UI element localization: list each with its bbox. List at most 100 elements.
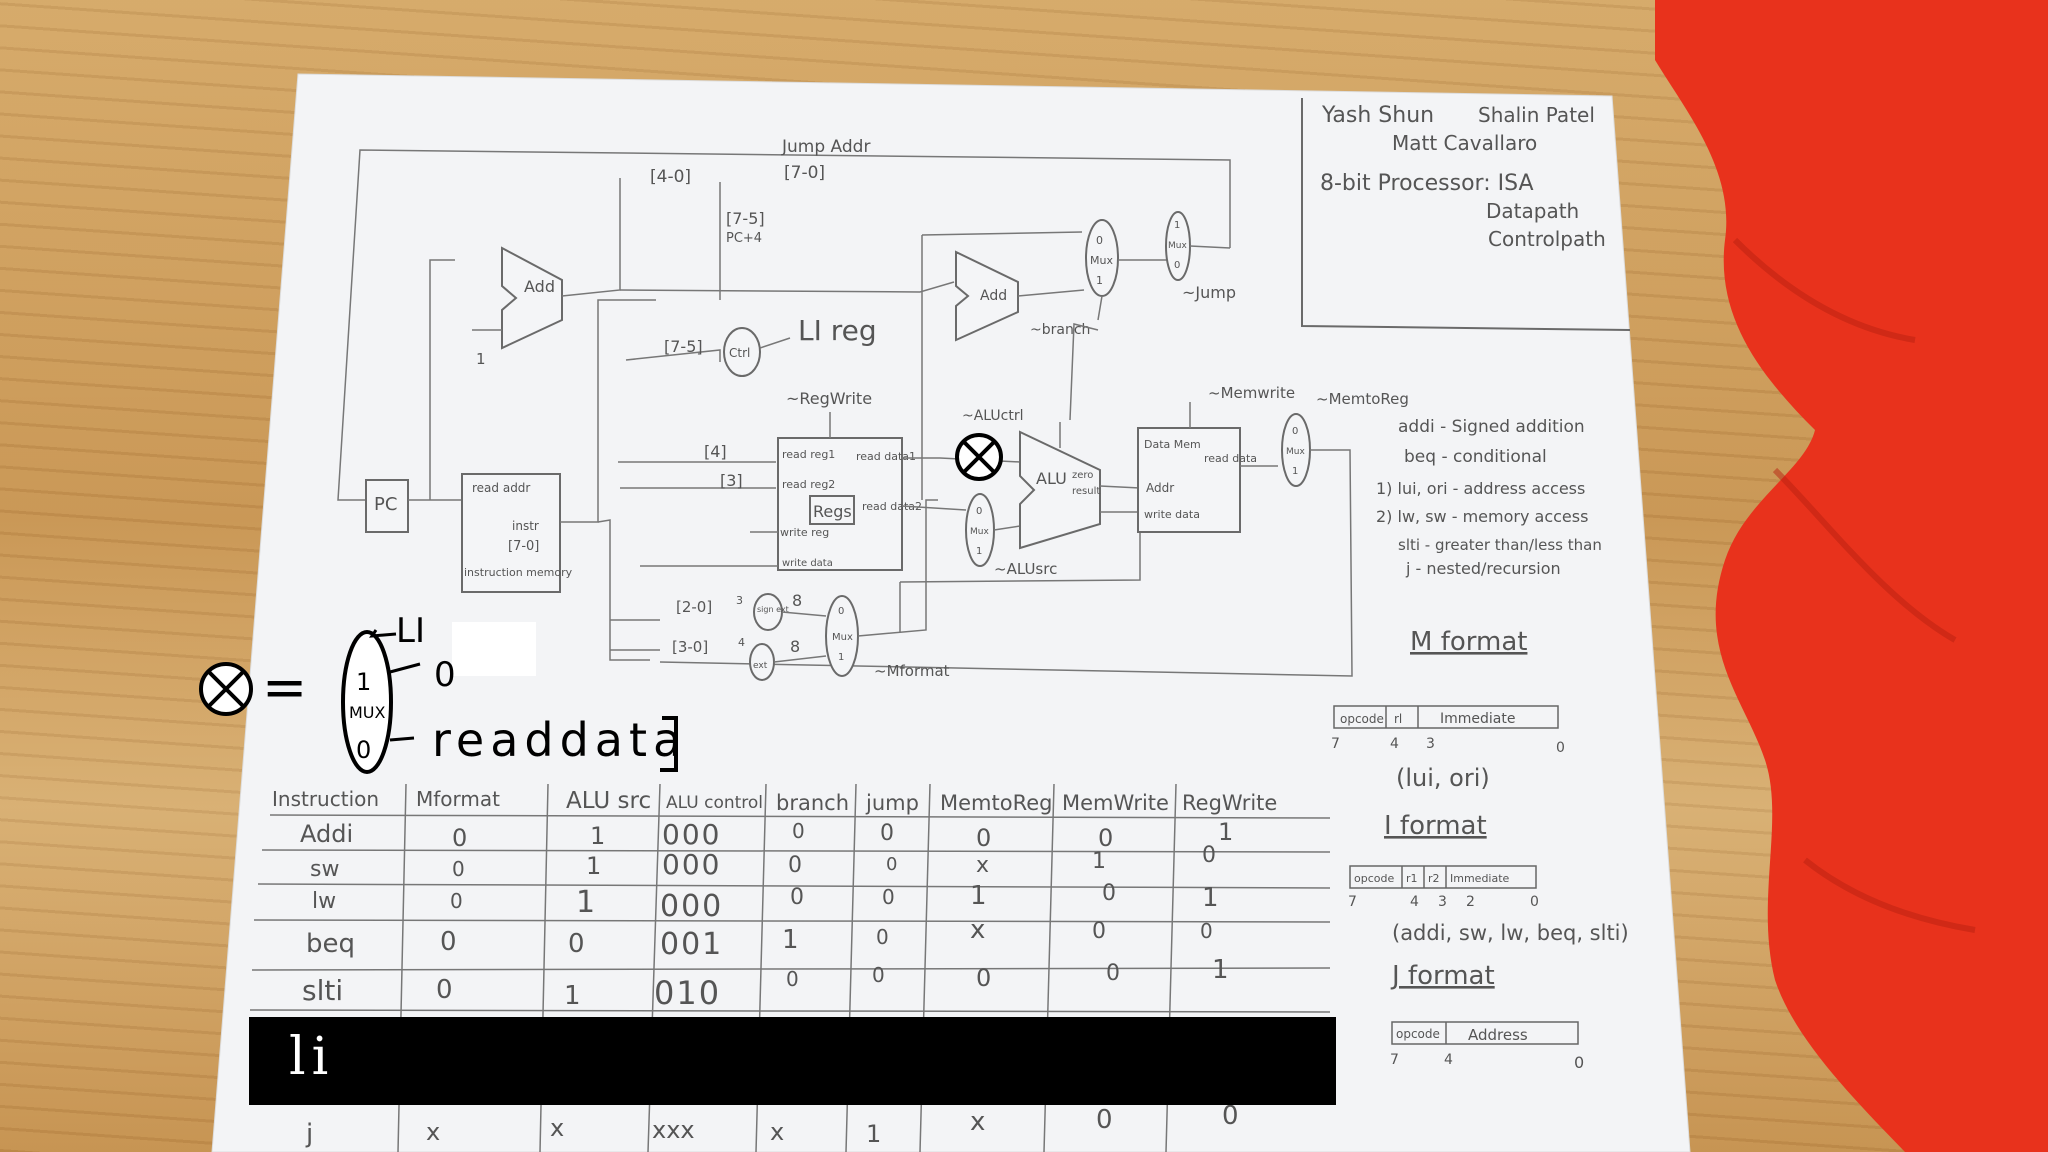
- alu: [1019, 430, 1101, 550]
- row-4-branch: 0: [786, 967, 799, 991]
- i-format-title: I format: [1384, 811, 1487, 841]
- m-field-immediate: Immediate: [1440, 711, 1515, 727]
- note-lui: 1) lui, ori - address access: [1376, 479, 1585, 498]
- addr-label: Addr: [1146, 481, 1174, 495]
- row-1-regwrite: 0: [1202, 843, 1216, 868]
- m-bit-4: 4: [1390, 736, 1399, 752]
- row-0-alusrc: 1: [590, 822, 605, 850]
- note-lw: 2) lw, sw - memory access: [1376, 507, 1588, 526]
- bits-2-0-label: [2-0]: [676, 598, 712, 616]
- instruction-formats: M format opcode rl Immediate 7 4 3 0 (lu…: [1331, 627, 1629, 1072]
- control-unit: [723, 327, 761, 377]
- m-bit-7: 7: [1331, 736, 1340, 752]
- note-slti: slti - greater than/less than: [1398, 536, 1602, 554]
- row-5-branch: x: [770, 1118, 784, 1146]
- mux-alusrc-zero: 0: [976, 506, 982, 517]
- mem-write-data-label: write data: [1144, 508, 1200, 521]
- bits-3-0-label: [3-0]: [672, 638, 708, 656]
- header-memtoreg: MemtoReg: [940, 791, 1052, 815]
- m-format-box: [1333, 705, 1559, 729]
- row-0-memtoreg: 0: [976, 824, 991, 852]
- row-0-jump: 0: [880, 821, 894, 846]
- j-bit-7: 7: [1390, 1052, 1399, 1068]
- pc-label: PC: [374, 494, 397, 515]
- legend-equals: =: [262, 656, 307, 719]
- row-2-mformat: 0: [450, 889, 463, 913]
- i-field-r1: r1: [1406, 872, 1418, 885]
- branch-ctrl-label: ~branch: [1030, 322, 1090, 338]
- header-alucontrol: ALU control: [666, 793, 763, 813]
- instr-bits-label: [7-0]: [508, 539, 539, 554]
- row-0-memwrite: 0: [1098, 824, 1113, 852]
- header-jump: jump: [865, 791, 919, 815]
- legend-mux-word: MUX: [349, 703, 386, 722]
- three-label: 3: [736, 594, 743, 607]
- row-3-mformat: 0: [440, 927, 457, 957]
- note-j: j - nested/recursion: [1405, 559, 1561, 578]
- row-2-memtoreg: 1: [970, 881, 987, 911]
- data-memory: [1137, 427, 1241, 533]
- bits-7-5-top-label: [7-5]: [726, 209, 765, 228]
- row-0-branch: 0: [792, 819, 805, 843]
- instr-label: instr: [512, 519, 539, 533]
- zero-label: zero: [1072, 470, 1093, 481]
- j-bit-0: 0: [1574, 1053, 1584, 1072]
- mux-marker-datapath: [955, 433, 1003, 481]
- regwrite-ctrl-label: ~RegWrite: [786, 389, 872, 408]
- note-beq: beq - conditional: [1404, 447, 1547, 467]
- mux-mformat-one: 1: [838, 652, 844, 663]
- row-3-regwrite: 0: [1200, 919, 1213, 943]
- row-4-alusrc: 1: [564, 981, 581, 1011]
- j-bit-4: 4: [1444, 1052, 1453, 1068]
- mux-jump-zero: 0: [1174, 260, 1180, 271]
- mux-top-one: 1: [1096, 274, 1103, 287]
- title-isa: 8-bit Processor: ISA: [1320, 171, 1534, 196]
- legend-readdata-label: readdata: [432, 713, 687, 767]
- row-4-regwrite: 1: [1212, 955, 1229, 985]
- instruction-memory-label: instruction memory: [464, 566, 573, 579]
- redaction-bar: li: [249, 1017, 1336, 1105]
- header-alusrc: ALU src: [566, 788, 651, 814]
- row-1-alusrc: 1: [586, 852, 601, 880]
- row-1-alucontrol: 000: [662, 848, 721, 881]
- i-bit-4: 4: [1410, 894, 1419, 910]
- read-data-label: read data: [1204, 452, 1257, 465]
- pc-register: [365, 479, 409, 533]
- datapath-diagram: Jump Addr [4-0] [7-0] [7-5] PC+4 PC Add …: [337, 137, 1409, 681]
- row-4-memwrite: 0: [1106, 961, 1120, 986]
- row-1-jump: 0: [886, 854, 897, 875]
- alu-result-label: result: [1072, 486, 1100, 497]
- control-table: Instruction Mformat ALU src ALU control …: [249, 783, 1331, 1152]
- bits-4-label: [4]: [704, 442, 727, 461]
- row-3-branch: 1: [782, 925, 799, 955]
- row-2-alucontrol: 000: [660, 889, 723, 924]
- eight-b-label: 8: [790, 637, 800, 656]
- mux-alusrc-one: 1: [976, 546, 982, 557]
- row-3-instruction: beq: [306, 929, 355, 959]
- m-field-rl: rl: [1394, 712, 1402, 726]
- j-format-title: J format: [1390, 961, 1495, 991]
- legend-li-label: LI: [396, 611, 425, 651]
- legend-mux-zero: 0: [356, 736, 371, 764]
- header-instruction: Instruction: [272, 787, 379, 811]
- row-5-regwrite: 0: [1222, 1101, 1239, 1131]
- row-0-mformat: 0: [452, 824, 467, 852]
- row-3-jump: 0: [876, 925, 889, 949]
- mformat-ctrl-label: ~Mformat: [874, 662, 950, 680]
- title-datapath: Datapath: [1486, 199, 1579, 223]
- paper-sheet: [211, 73, 1691, 1152]
- i-bit-0: 0: [1530, 894, 1539, 910]
- authors-line-2: Shalin Patel: [1478, 103, 1595, 127]
- eight-a-label: 8: [792, 591, 802, 610]
- row-5-memtoreg: x: [970, 1107, 985, 1137]
- read-reg2-label: read reg2: [782, 478, 835, 491]
- row-1-branch: 0: [788, 853, 802, 878]
- i-field-immediate: Immediate: [1450, 872, 1510, 885]
- alusrc-ctrl-label: ~ALUsrc: [994, 560, 1057, 578]
- bits-4-0-label: [4-0]: [650, 167, 691, 187]
- row-5-alucontrol: xxx: [652, 1116, 695, 1144]
- regs-label: Regs: [813, 502, 852, 521]
- add1-label: Add: [524, 277, 555, 296]
- read-addr-label: read addr: [472, 481, 530, 495]
